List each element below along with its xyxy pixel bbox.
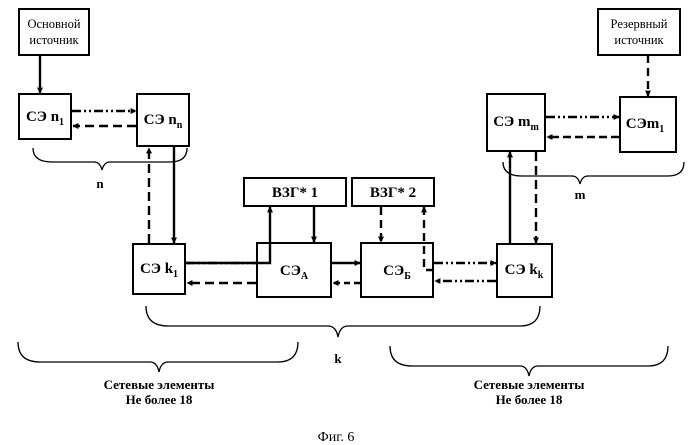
node-m1: СЭm1 (620, 97, 676, 152)
node-mm-sub: m (530, 122, 539, 133)
figure-caption: Фиг. 6 (318, 430, 355, 445)
right-group-title: Сетевые элементы (474, 377, 585, 392)
node-m1-label: СЭm (626, 116, 660, 132)
node-sa-sub: А (301, 271, 309, 282)
reserve-source-line1: Резервный (611, 17, 668, 31)
brace-k (146, 306, 540, 337)
brace-left-group (18, 342, 298, 372)
brace-m-label: m (575, 187, 586, 202)
node-n1-sub: 1 (59, 117, 64, 128)
brace-k-label: k (334, 351, 342, 366)
node-kk-label: СЭ k (505, 262, 539, 278)
vzg1-label: ВЗГ* 1 (272, 185, 318, 201)
brace-n (33, 148, 187, 170)
node-mm-label: СЭ m (493, 114, 531, 130)
node-nn: СЭ nn (137, 94, 189, 146)
vzg1-box: ВЗГ* 1 (244, 178, 346, 206)
node-k1-sub: 1 (173, 269, 178, 280)
reserve-source-line2: источник (614, 33, 664, 47)
vzg2-label: ВЗГ* 2 (370, 185, 416, 201)
node-k1: СЭ k1 (133, 244, 185, 294)
main-source-line2: источник (29, 33, 79, 47)
node-k1-label: СЭ k (140, 261, 174, 277)
right-group-limit: Не более 18 (496, 392, 563, 407)
node-m1-sub: 1 (659, 124, 664, 135)
left-group-title: Сетевые элементы (104, 377, 215, 392)
node-n1: СЭ n1 (19, 94, 71, 139)
node-sb-sub: Б (404, 271, 411, 282)
node-n1-label: СЭ n (26, 109, 60, 125)
node-nn-sub: n (177, 120, 183, 131)
vzg2-box: ВЗГ* 2 (352, 178, 434, 206)
brace-m (503, 162, 684, 184)
node-kk-sub: k (538, 270, 544, 281)
main-source-box: Основной источник (19, 9, 89, 55)
node-mm: СЭ mm (487, 94, 545, 151)
left-group-limit: Не более 18 (126, 392, 193, 407)
node-nn-label: СЭ n (144, 112, 178, 128)
node-sb-label: СЭ (383, 263, 404, 279)
main-source-line1: Основной (27, 17, 80, 31)
brace-n-label: n (96, 176, 104, 191)
node-kk: СЭ kk (497, 244, 552, 297)
node-sa-label: СЭ (280, 263, 301, 279)
reserve-source-box: Резервный источник (598, 9, 680, 55)
brace-right-group (390, 346, 668, 376)
node-sa: СЭА (257, 243, 331, 297)
node-sb: СЭБ (361, 243, 433, 297)
